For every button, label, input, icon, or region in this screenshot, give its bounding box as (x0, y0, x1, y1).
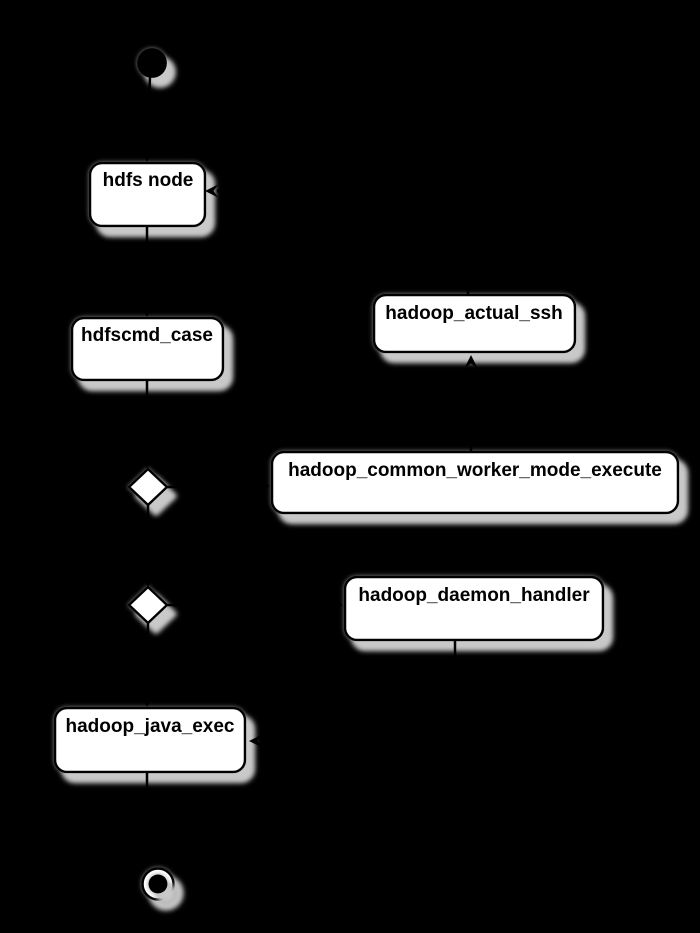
arrowhead-into-hdfs-node-top (140, 149, 154, 162)
node-label: hdfs node (103, 170, 194, 191)
edge-actual-ssh-to-hdfs-node (217, 189, 470, 295)
final-node-dot-icon (148, 874, 168, 894)
arrowhead-into-end-node-top (141, 854, 155, 867)
edge-decision1-to-worker-execute (166, 484, 259, 489)
arrowhead-into-worker-execute-left (257, 479, 270, 493)
node-label: hadoop_daemon_handler (358, 585, 590, 606)
arrowhead-into-hdfscmd-case-top (140, 304, 154, 317)
node-label: hadoop_common_worker_mode_execute (288, 460, 662, 481)
node-hdfscmd-case: hdfscmd_case (70, 316, 225, 382)
initial-node-icon (137, 48, 167, 78)
activity-box (372, 293, 577, 354)
arrowhead-into-actual-ssh-bottom (464, 355, 478, 368)
activity-box (270, 450, 680, 515)
node-label: hadoop_java_exec (66, 716, 235, 737)
arrowhead-into-java-exec-right (249, 734, 262, 748)
end-node (141, 867, 175, 901)
arrowhead-into-daemon-handler-left (330, 598, 343, 612)
edge-decision2-to-java-exec (145, 622, 150, 706)
node-hdfs-node: hdfs node (88, 161, 207, 228)
arrowhead-layer (140, 149, 478, 867)
node-label: hdfscmd_case (81, 325, 213, 346)
start-node (137, 48, 167, 78)
arrowhead-into-hdfs-node-right (205, 184, 218, 198)
arrowhead-into-decision1-top (140, 456, 154, 469)
node-hadoop-java-exec: hadoop_java_exec (53, 706, 247, 774)
node-label: hadoop_actual_ssh (385, 303, 562, 324)
edge-daemon-handler-to-java-exec (261, 640, 457, 743)
node-hadoop-actual-ssh: hadoop_actual_ssh (372, 293, 577, 354)
node-hadoop-common-worker-mode-execute: hadoop_common_worker_mode_execute (270, 450, 680, 515)
activity-box (53, 706, 247, 774)
activity-box (343, 575, 605, 642)
arrowhead-into-decision2-top (141, 574, 155, 587)
edge-start-to-hdfs-node (145, 75, 152, 161)
edge-layer (145, 75, 473, 864)
arrowhead-into-java-exec-top (140, 694, 154, 707)
node-hadoop-daemon-handler: hadoop_daemon_handler (343, 575, 605, 642)
